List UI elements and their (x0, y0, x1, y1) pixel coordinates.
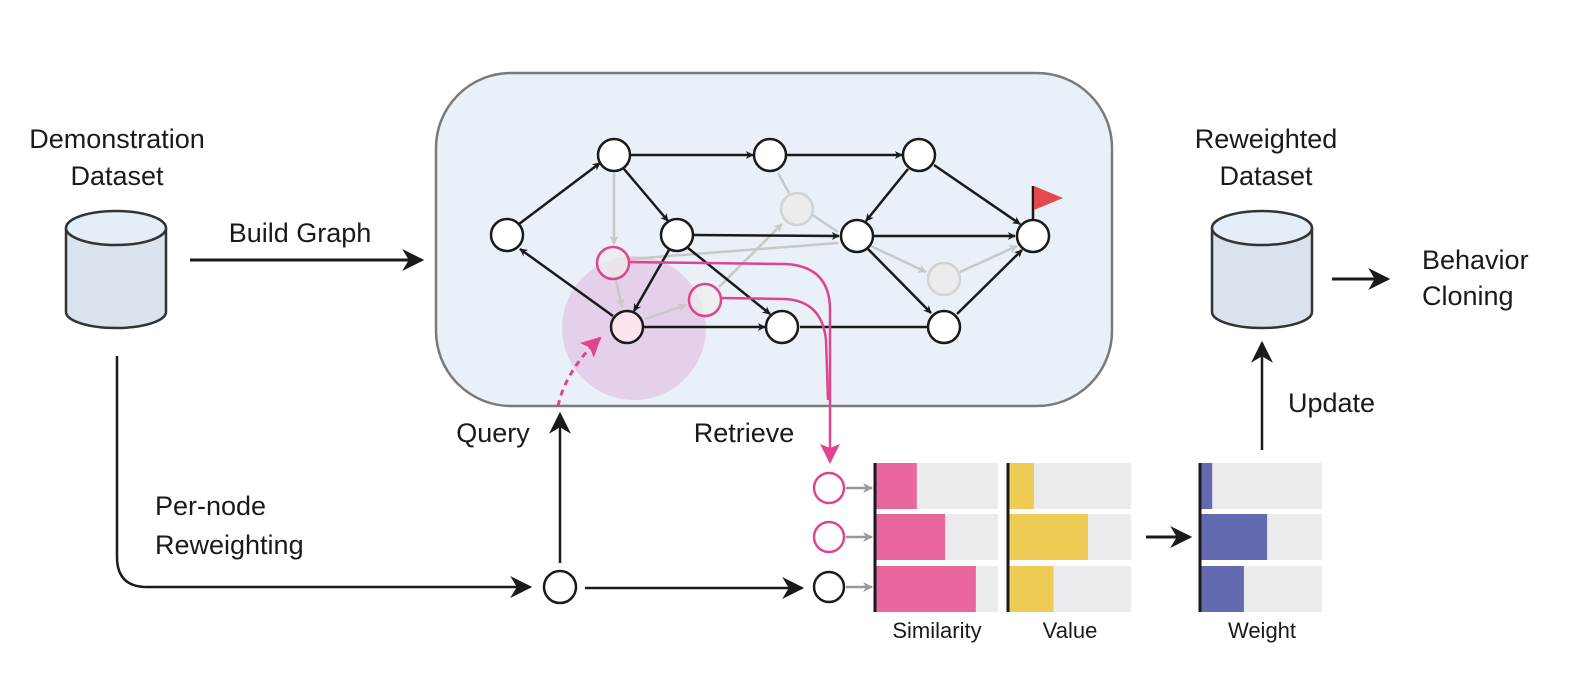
retrieved-node-2 (812, 520, 846, 554)
demo-dataset-title-line2: Dataset (70, 161, 164, 191)
graph-panel (434, 71, 1114, 408)
edge (956, 249, 1023, 315)
graph-node (659, 217, 695, 253)
weight-chart-title: Weight (1228, 618, 1296, 643)
demo-dataset-database-icon (64, 209, 168, 330)
reweighted-dataset-title-line1: Reweighted (1195, 124, 1338, 154)
reweighted-dataset-database-icon (1210, 209, 1314, 330)
demo-dataset-title-line1: Demonstration (29, 124, 205, 154)
retrieved-node (595, 245, 631, 281)
retrieved-node-1 (812, 471, 846, 505)
query-node-copy (812, 570, 846, 604)
behavior-cloning-label-line2: Cloning (1422, 281, 1514, 311)
reweighted-dataset-title-line2: Dataset (1219, 161, 1313, 191)
goal-flag-icon (1031, 186, 1063, 220)
goal-node (1015, 218, 1051, 254)
graph-node (752, 137, 788, 173)
per-node-reweighting-path (115, 356, 533, 598)
retrieve-paths (628, 260, 840, 464)
value-bar-chart (1006, 463, 1131, 612)
query-label: Query (456, 418, 530, 448)
edge (693, 231, 840, 240)
value-bar (1008, 566, 1054, 612)
edge (519, 247, 614, 318)
edge (687, 247, 771, 315)
graph-node (596, 137, 632, 173)
edge (867, 248, 932, 314)
retrieved-node (687, 282, 723, 318)
similarity-bar (875, 566, 976, 612)
update-label: Update (1288, 388, 1375, 418)
retrieve-label: Retrieve (694, 418, 795, 448)
edge (865, 168, 909, 222)
edge (518, 162, 601, 225)
similarity-bar (875, 463, 917, 509)
value-bar (1008, 463, 1034, 509)
retrieve-path-1 (628, 260, 840, 464)
faded-node (926, 261, 962, 297)
similarity-bar (875, 514, 946, 560)
similarity-chart-title: Similarity (892, 618, 981, 643)
current-node (542, 569, 578, 605)
value-chart-title: Value (1043, 618, 1098, 643)
edge (933, 163, 1021, 226)
weight-bar (1200, 463, 1213, 509)
retrieve-path-2 (720, 296, 830, 401)
faded-edge (776, 172, 791, 194)
faded-edge (870, 244, 927, 274)
graph-node (489, 217, 525, 253)
faded-edge (644, 303, 687, 321)
weight-bar (1200, 514, 1268, 560)
faded-edge (614, 279, 625, 308)
behavior-cloning-label-line1: Behavior (1422, 245, 1529, 275)
per-node-label-line2: Reweighting (155, 530, 304, 560)
scoring-nodes (812, 471, 873, 604)
faded-edge (810, 212, 839, 234)
faded-node (779, 191, 815, 227)
graph-node (926, 309, 962, 345)
value-bar (1008, 514, 1088, 560)
faded-edge (959, 244, 1018, 274)
solid-edges (518, 151, 1023, 331)
graph-node (839, 218, 875, 254)
build-graph-label: Build Graph (229, 218, 372, 248)
similarity-bar-chart (873, 463, 998, 612)
query-node (609, 309, 645, 345)
graph-nodes (489, 137, 1051, 345)
graph-node (901, 137, 937, 173)
per-node-label-line1: Per-node (155, 491, 266, 521)
weight-bar (1200, 566, 1244, 612)
query-dashed-arrow (556, 336, 602, 407)
weight-bar-chart (1198, 463, 1322, 612)
edge (632, 249, 671, 312)
weight-bar-track (1200, 463, 1322, 509)
graph-node (764, 309, 800, 345)
edge (623, 168, 669, 222)
